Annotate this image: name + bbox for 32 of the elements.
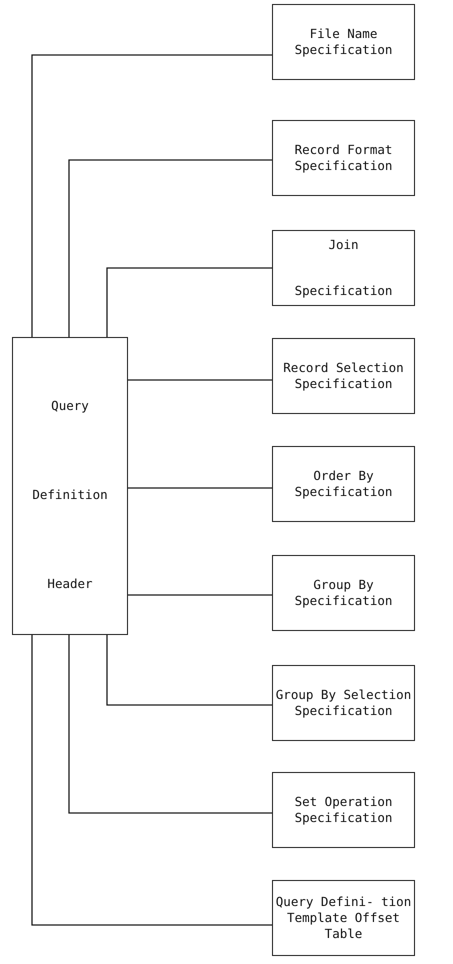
specification-box xyxy=(272,772,415,848)
specification-box xyxy=(272,4,415,80)
box-label: Query Defini- tion Template Offset Table xyxy=(275,894,412,942)
box-label: Record Selection Specification xyxy=(282,360,405,392)
connector-line xyxy=(106,635,272,706)
box-label: Set Operation Specification xyxy=(294,794,394,826)
box-label: Specification xyxy=(294,282,392,299)
box-label: Group By Selection Specification xyxy=(275,686,412,720)
specification-box xyxy=(272,338,415,414)
connector-line xyxy=(128,379,272,381)
box-label: Record Format Specification xyxy=(294,142,394,174)
box-label: Join xyxy=(328,237,359,254)
box-label: File Name Specification xyxy=(294,26,394,58)
connector-line xyxy=(106,267,272,337)
specification-box xyxy=(272,230,415,306)
box-label: Order By Specification xyxy=(294,468,394,500)
connector-line xyxy=(31,54,272,337)
connector-line xyxy=(68,159,272,337)
connector-line xyxy=(128,594,272,596)
specification-box xyxy=(272,880,415,956)
box-label: Group By Specification xyxy=(294,576,394,610)
connector-line xyxy=(128,487,272,489)
connector-line xyxy=(68,635,272,814)
box-label: Header xyxy=(47,576,93,592)
box-label: Query xyxy=(51,398,89,414)
specification-box xyxy=(272,555,415,631)
specification-box xyxy=(272,446,415,522)
box-label: Definition xyxy=(32,486,108,504)
header-box xyxy=(12,337,128,635)
specification-box xyxy=(272,665,415,741)
connector-line xyxy=(31,635,272,926)
specification-box xyxy=(272,120,415,196)
